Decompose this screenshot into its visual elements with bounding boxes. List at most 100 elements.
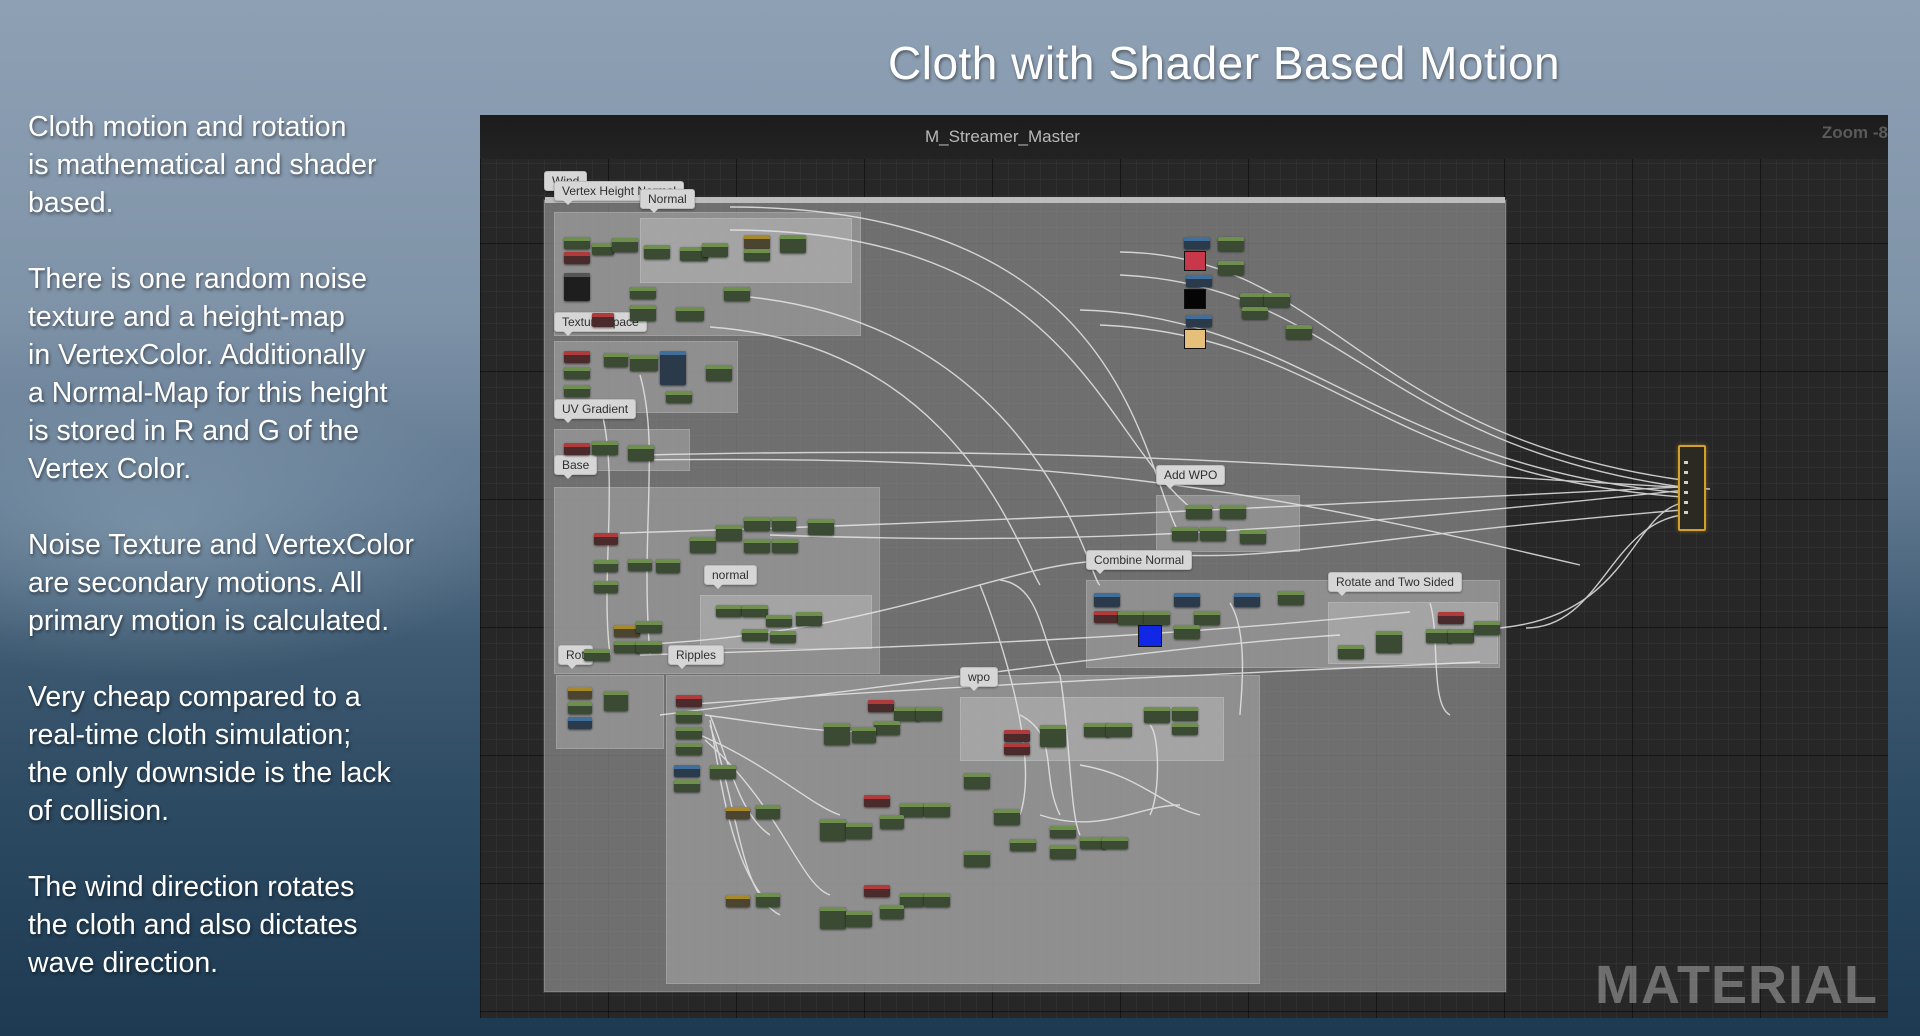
graph-node[interactable] bbox=[796, 612, 822, 626]
graph-node[interactable] bbox=[864, 795, 890, 807]
graph-node[interactable] bbox=[964, 851, 990, 867]
graph-node[interactable] bbox=[592, 313, 614, 327]
graph-node[interactable] bbox=[820, 819, 846, 841]
comment-label-normal-inner[interactable]: normal bbox=[704, 565, 757, 589]
graph-node[interactable] bbox=[564, 273, 590, 301]
graph-node[interactable] bbox=[1004, 743, 1030, 755]
graph-node[interactable] bbox=[846, 823, 872, 839]
comment-box-add-wpo[interactable] bbox=[1156, 495, 1300, 552]
graph-node[interactable] bbox=[772, 517, 796, 531]
graph-node[interactable] bbox=[994, 809, 1020, 825]
graph-node[interactable] bbox=[1184, 237, 1210, 249]
graph-node[interactable] bbox=[1278, 591, 1304, 605]
graph-node[interactable] bbox=[1004, 730, 1030, 742]
comment-label-uv-gradient[interactable]: UV Gradient bbox=[554, 399, 637, 423]
blue-color-swatch[interactable] bbox=[1138, 625, 1162, 647]
graph-node[interactable] bbox=[1118, 611, 1144, 625]
comment-label-ripples[interactable]: Ripples bbox=[668, 645, 725, 669]
graph-node[interactable] bbox=[864, 885, 890, 897]
graph-node[interactable] bbox=[1172, 527, 1198, 541]
graph-node[interactable] bbox=[564, 367, 590, 379]
graph-node[interactable] bbox=[564, 252, 590, 264]
comment-label-wpo[interactable]: wpo bbox=[960, 667, 999, 691]
graph-node[interactable] bbox=[846, 911, 872, 927]
graph-node[interactable] bbox=[772, 539, 798, 553]
graph-node[interactable] bbox=[584, 649, 610, 661]
comment-label-combine-normal[interactable]: Combine Normal bbox=[1086, 550, 1193, 574]
graph-node[interactable] bbox=[564, 237, 590, 249]
graph-node[interactable] bbox=[612, 238, 638, 252]
graph-node[interactable] bbox=[900, 803, 924, 817]
graph-node[interactable] bbox=[716, 605, 742, 617]
graph-node[interactable] bbox=[706, 365, 732, 381]
graph-node[interactable] bbox=[1426, 629, 1452, 643]
material-graph-editor[interactable]: M_Streamer_Master Zoom -8 bbox=[480, 115, 1888, 1018]
graph-node[interactable] bbox=[744, 249, 770, 261]
graph-node[interactable] bbox=[1338, 645, 1364, 659]
graph-node[interactable] bbox=[1242, 307, 1268, 319]
graph-node[interactable] bbox=[880, 905, 904, 919]
graph-node[interactable] bbox=[1094, 611, 1120, 623]
comment-label-normal[interactable]: Normal bbox=[640, 189, 695, 213]
graph-node[interactable] bbox=[1234, 593, 1260, 607]
graph-node[interactable] bbox=[568, 702, 592, 714]
graph-node[interactable] bbox=[690, 537, 716, 553]
graph-node[interactable] bbox=[636, 641, 662, 653]
graph-node[interactable] bbox=[868, 700, 894, 712]
graph-node[interactable] bbox=[716, 525, 742, 541]
graph-node[interactable] bbox=[824, 723, 850, 745]
graph-node[interactable] bbox=[780, 235, 806, 253]
graph-node[interactable] bbox=[744, 235, 770, 249]
graph-node[interactable] bbox=[636, 621, 662, 633]
graph-node[interactable] bbox=[644, 245, 670, 259]
graph-node[interactable] bbox=[756, 805, 780, 819]
graph-node[interactable] bbox=[894, 707, 920, 721]
graph-node[interactable] bbox=[628, 445, 654, 461]
tan-color-swatch[interactable] bbox=[1184, 329, 1206, 349]
graph-node[interactable] bbox=[676, 727, 702, 739]
graph-node[interactable] bbox=[1200, 527, 1226, 541]
graph-node[interactable] bbox=[1240, 530, 1266, 544]
graph-node[interactable] bbox=[924, 803, 950, 817]
comment-label-base[interactable]: Base bbox=[554, 455, 598, 479]
graph-node[interactable] bbox=[766, 615, 792, 627]
graph-node[interactable] bbox=[770, 631, 796, 643]
graph-node[interactable] bbox=[1438, 612, 1464, 624]
graph-node[interactable] bbox=[710, 765, 736, 779]
graph-node[interactable] bbox=[628, 559, 652, 571]
graph-node[interactable] bbox=[1094, 593, 1120, 607]
graph-node[interactable] bbox=[1084, 723, 1110, 737]
graph-node[interactable] bbox=[852, 727, 876, 743]
graph-node[interactable] bbox=[1174, 593, 1200, 607]
graph-node[interactable] bbox=[726, 895, 750, 907]
graph-node[interactable] bbox=[924, 893, 950, 907]
graph-node[interactable] bbox=[964, 773, 990, 789]
graph-node[interactable] bbox=[1240, 293, 1266, 307]
graph-node[interactable] bbox=[1474, 621, 1500, 635]
graph-node[interactable] bbox=[1172, 707, 1198, 721]
graph-node[interactable] bbox=[880, 815, 904, 829]
graph-node[interactable] bbox=[742, 605, 768, 617]
graph-node[interactable] bbox=[676, 743, 702, 755]
graph-node[interactable] bbox=[1194, 611, 1220, 625]
graph-node[interactable] bbox=[614, 641, 640, 653]
graph-node[interactable] bbox=[614, 625, 640, 637]
graph-node[interactable] bbox=[1186, 505, 1212, 519]
graph-node[interactable] bbox=[756, 893, 780, 907]
graph-node[interactable] bbox=[630, 305, 656, 321]
graph-node[interactable] bbox=[604, 691, 628, 711]
graph-node[interactable] bbox=[594, 581, 618, 593]
graph-node[interactable] bbox=[742, 629, 768, 641]
graph-node[interactable] bbox=[726, 807, 750, 819]
graph-node[interactable] bbox=[564, 385, 590, 397]
graph-node[interactable] bbox=[1144, 707, 1170, 723]
graph-node[interactable] bbox=[744, 517, 770, 531]
graph-node[interactable] bbox=[1186, 275, 1212, 287]
graph-node[interactable] bbox=[1050, 826, 1076, 838]
graph-node[interactable] bbox=[820, 907, 846, 929]
graph-node[interactable] bbox=[592, 441, 618, 455]
comment-label-add-wpo[interactable]: Add WPO bbox=[1156, 465, 1226, 489]
graph-node[interactable] bbox=[1264, 293, 1290, 307]
graph-node[interactable] bbox=[1144, 611, 1170, 625]
graph-node[interactable] bbox=[676, 711, 702, 723]
